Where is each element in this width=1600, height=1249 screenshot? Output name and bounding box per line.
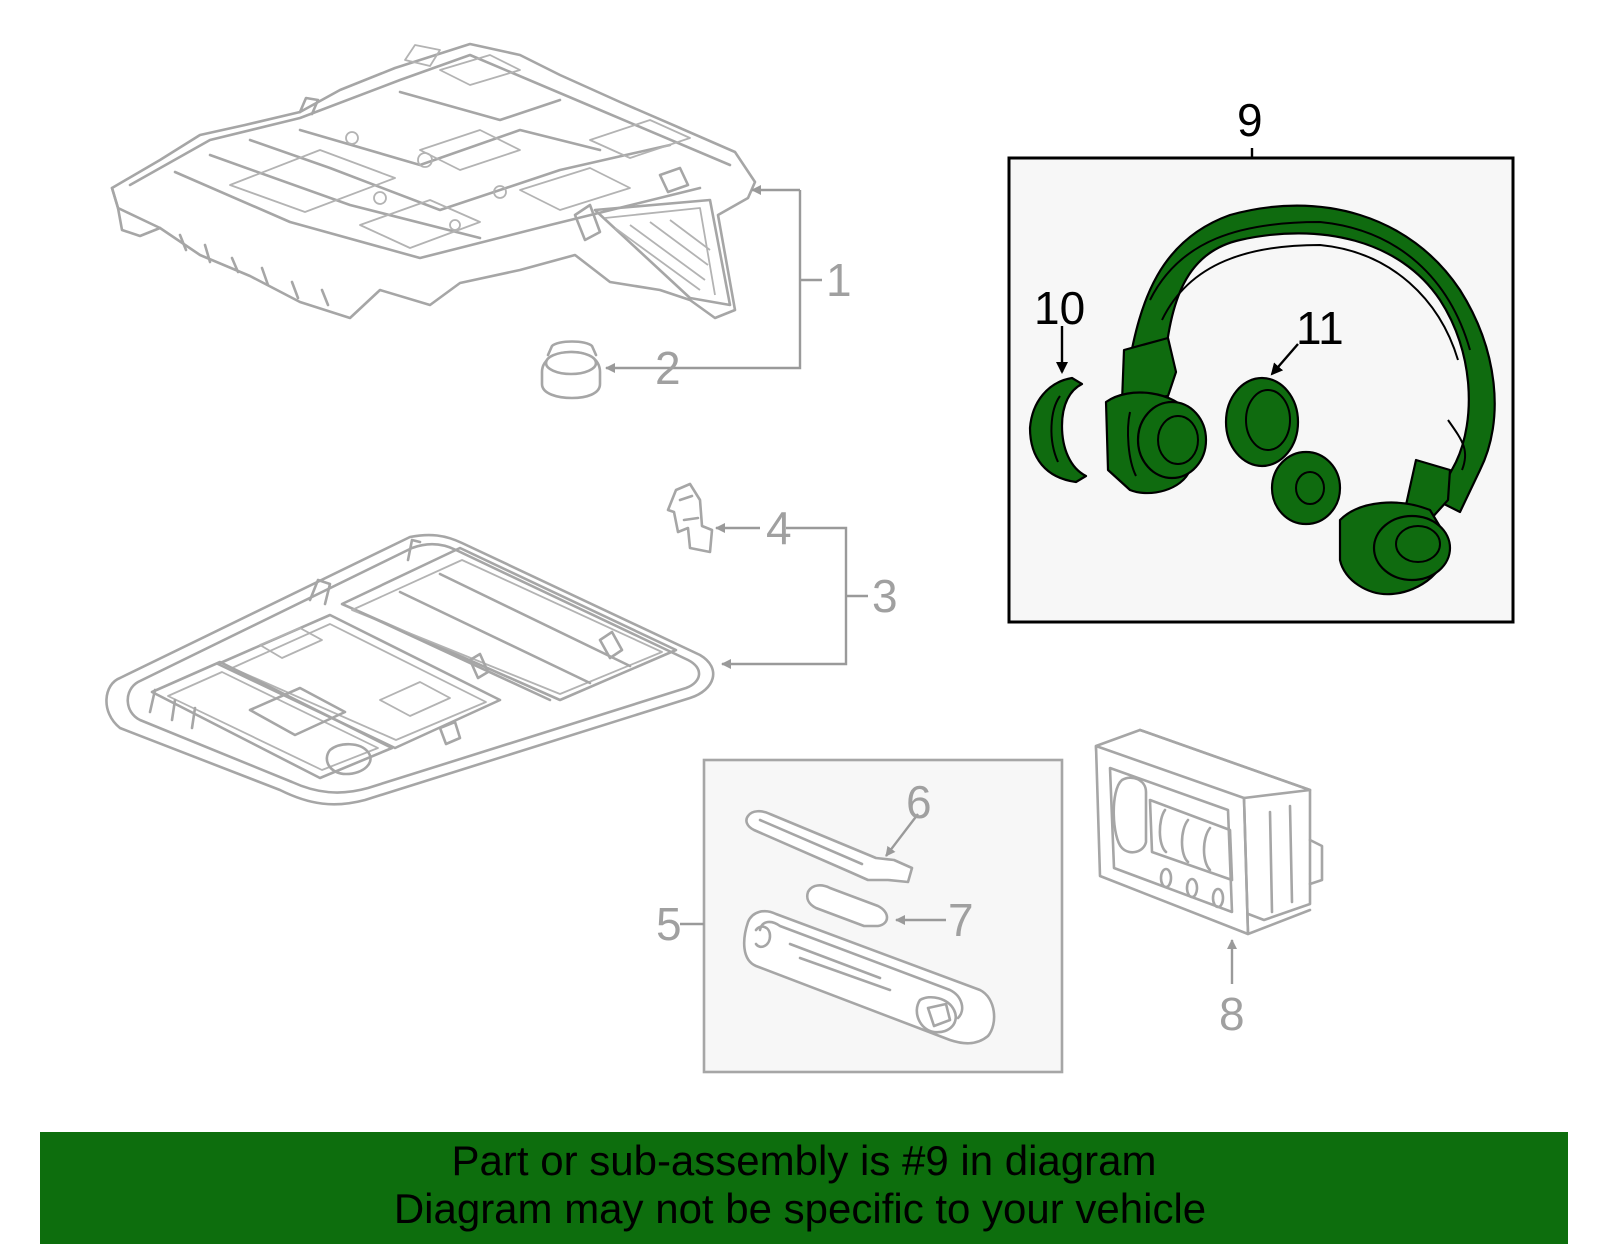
banner-line-2: Diagram may not be specific to your vehi… xyxy=(393,1185,1207,1232)
banner-line-1: Part or sub-assembly is #9 in diagram xyxy=(451,1137,1157,1184)
leader-bracket-3-4 xyxy=(715,523,868,669)
leaders-5-6-7 xyxy=(885,813,946,925)
callout-7: 7 xyxy=(948,894,974,946)
callout-9: 9 xyxy=(1237,94,1263,146)
callout-5: 5 xyxy=(656,898,682,950)
callout-2: 2 xyxy=(655,342,681,394)
part-2-plug xyxy=(540,340,602,400)
info-banner: Part or sub-assembly is #9 in diagram Di… xyxy=(40,1132,1568,1244)
callout-11: 11 xyxy=(1296,302,1344,354)
callout-6: 6 xyxy=(906,776,932,828)
leader-bracket-1-2 xyxy=(605,185,822,373)
part-3-console-housing xyxy=(105,533,715,806)
part-8-control-unit xyxy=(1094,728,1324,936)
part-5-grab-handle xyxy=(742,909,996,1045)
callout-4: 4 xyxy=(766,502,792,554)
part-1-base-panel xyxy=(110,42,757,320)
leaders-10-11 xyxy=(1056,326,1299,376)
part-6-handle-trim xyxy=(745,809,914,884)
part-7-handle-cover xyxy=(805,884,889,928)
callout-10: 10 xyxy=(1034,282,1085,334)
part-9-headphones xyxy=(1028,204,1496,596)
callout-8: 8 xyxy=(1219,988,1245,1040)
callout-3: 3 xyxy=(872,570,898,622)
part-4-clip xyxy=(666,482,714,554)
callout-1: 1 xyxy=(826,254,852,306)
